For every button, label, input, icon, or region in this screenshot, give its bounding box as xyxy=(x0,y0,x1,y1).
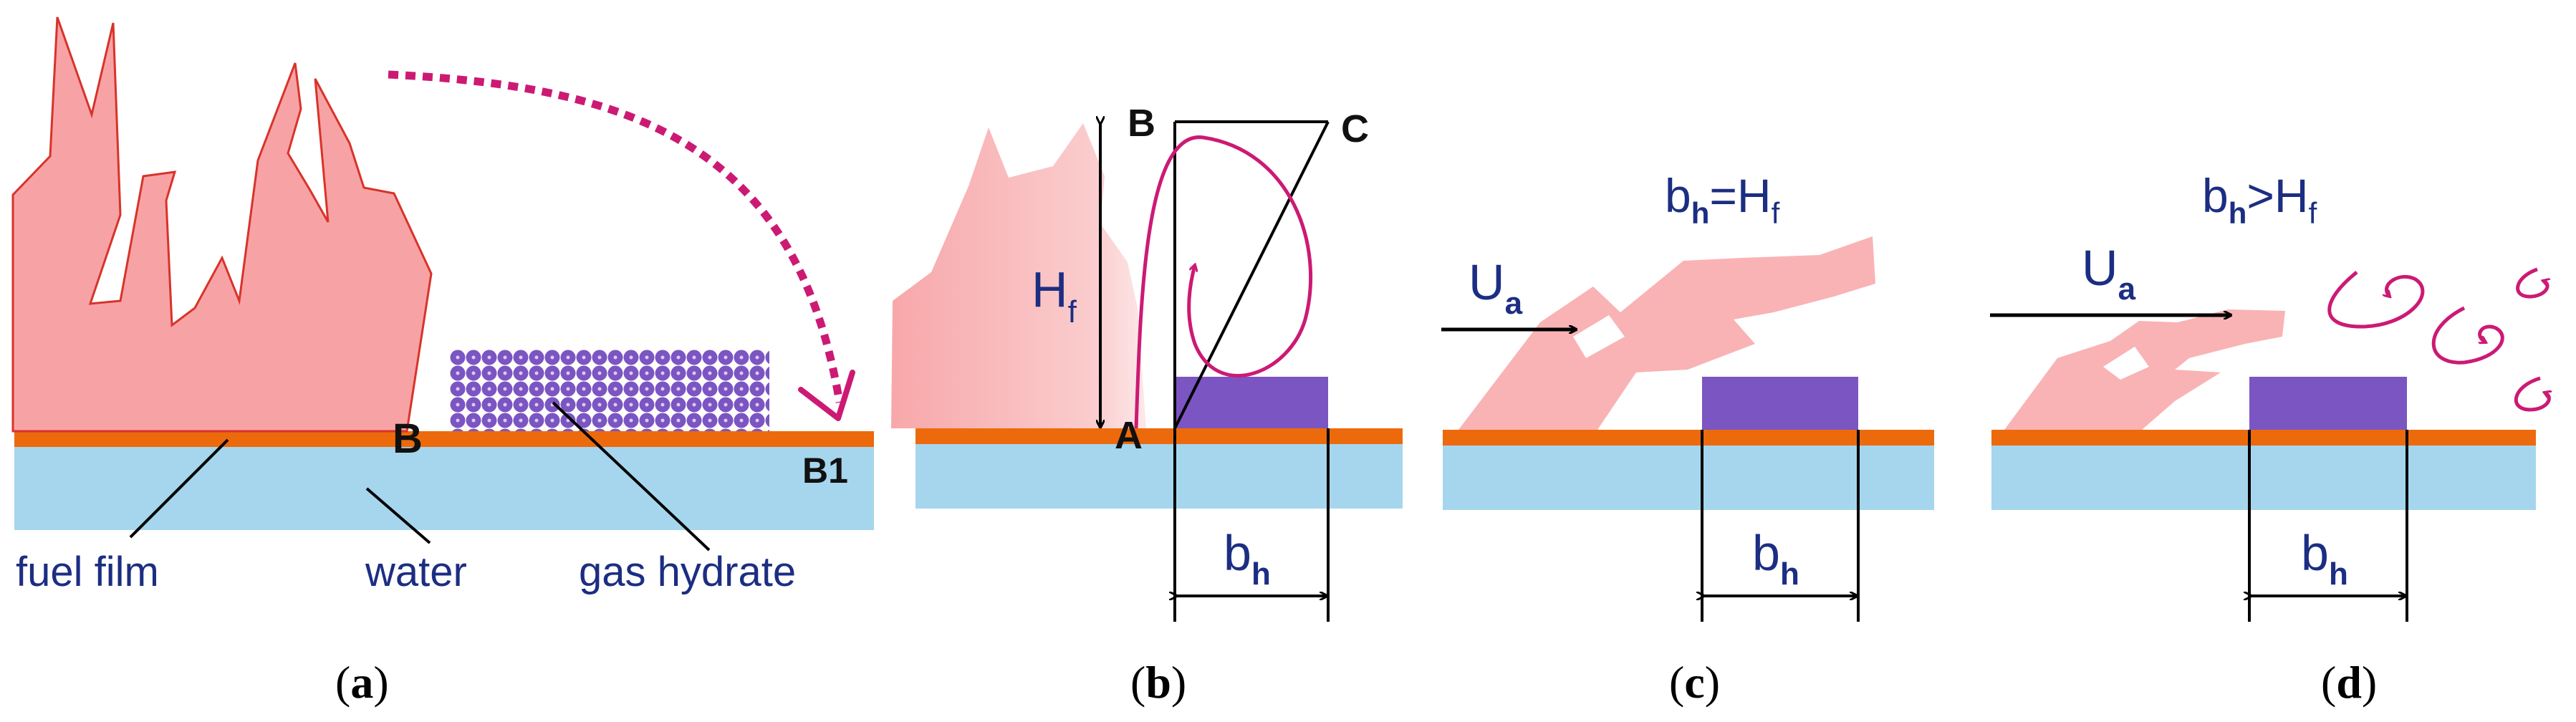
vortex-small-top xyxy=(2516,267,2547,299)
vortex-small-bottom xyxy=(2514,376,2549,412)
vortex-medium xyxy=(2431,306,2504,365)
panel-d: bh>Hf Ua bh (d) xyxy=(1990,169,2549,708)
caption-d: (d) xyxy=(2321,657,2377,708)
caption-b: (b) xyxy=(1130,657,1186,708)
panel-b: A B C Hf bh (b) xyxy=(891,102,1403,708)
point-b-label: B xyxy=(393,415,423,462)
gas-hydrate-leader xyxy=(552,401,711,552)
gas-hydrate-block xyxy=(450,350,769,431)
panel-c: bh=Hf Ua bh (c) xyxy=(1441,169,1934,708)
flame-spread-arrowhead xyxy=(798,370,855,421)
gas-hydrate-label: gas hydrate xyxy=(579,549,796,595)
point-a-label: A xyxy=(1115,414,1143,457)
fuel-film-label: fuel film xyxy=(16,549,159,595)
flame xyxy=(2004,309,2285,430)
water-layer xyxy=(915,443,1403,509)
fuel-film-layer xyxy=(1991,430,2536,446)
point-b1-label: B1 xyxy=(802,451,848,491)
flame xyxy=(1458,236,1875,430)
flame xyxy=(11,16,433,433)
point-c-label: C xyxy=(1341,107,1369,150)
width-label: bh xyxy=(1224,525,1271,592)
water-layer xyxy=(14,446,874,530)
width-label: bh xyxy=(2301,525,2348,592)
vortex-large xyxy=(2327,271,2425,329)
caption-a: (a) xyxy=(335,657,389,708)
gas-hydrate-block xyxy=(2249,377,2407,430)
fuel-film-leader xyxy=(129,438,229,539)
fuel-film-layer xyxy=(14,431,874,447)
caption-c: (c) xyxy=(1669,657,1720,708)
height-label: Hf xyxy=(1032,261,1077,329)
condition-label: bh=Hf xyxy=(1665,169,1780,230)
water-layer xyxy=(1443,444,1934,510)
water-layer xyxy=(1991,444,2536,510)
condition-label: bh>Hf xyxy=(2202,169,2317,230)
line-ca xyxy=(1173,121,1330,429)
water-leader xyxy=(365,487,431,544)
flame-spread-arrow xyxy=(388,70,844,403)
velocity-label: Ua xyxy=(1469,254,1523,321)
flame xyxy=(891,123,1146,428)
fuel-film-layer xyxy=(1443,430,1934,446)
vortex xyxy=(1134,135,1313,429)
panel-a: B B1 fuel film water gas hydrate (a) xyxy=(11,16,874,708)
velocity-label: Ua xyxy=(2082,240,2136,307)
width-label: bh xyxy=(1752,525,1799,592)
gas-hydrate-block xyxy=(1702,377,1858,430)
point-b-label: B xyxy=(1128,102,1155,145)
gas-hydrate-block xyxy=(1175,377,1328,428)
fuel-film-layer xyxy=(915,428,1403,444)
water-label: water xyxy=(365,549,467,595)
